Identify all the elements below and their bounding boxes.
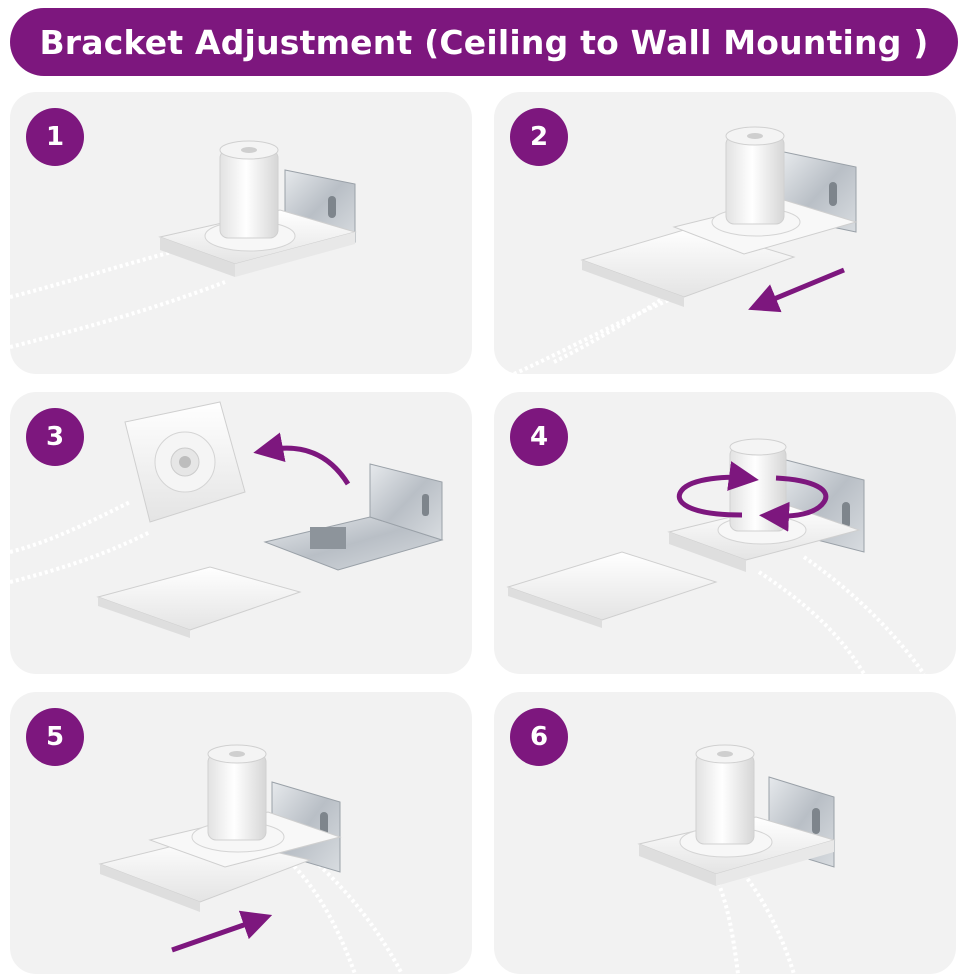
step-panel-2: 2 bbox=[494, 92, 956, 374]
bracket-illustration bbox=[98, 744, 404, 974]
bracket-illustration bbox=[637, 744, 836, 974]
step-number-badge: 3 bbox=[26, 408, 84, 466]
bracket-illustration bbox=[10, 401, 444, 638]
bracket-illustration bbox=[513, 126, 858, 374]
arrow-icon bbox=[253, 432, 351, 486]
bracket-illustration bbox=[10, 140, 357, 349]
rotate-arrow-icon bbox=[676, 461, 829, 532]
step-number-badge: 4 bbox=[510, 408, 568, 466]
step-number-badge: 5 bbox=[26, 708, 84, 766]
step-panel-6: 6 bbox=[494, 692, 956, 974]
step-number-badge: 6 bbox=[510, 708, 568, 766]
bracket-illustration bbox=[506, 438, 926, 674]
step-panel-3: 3 bbox=[10, 392, 472, 674]
step-panel-5: 5 bbox=[10, 692, 472, 974]
step-number-badge: 2 bbox=[510, 108, 568, 166]
step-panel-1: 1 bbox=[10, 92, 472, 374]
step-number-badge: 1 bbox=[26, 108, 84, 166]
arrow-icon bbox=[171, 910, 273, 953]
step-panel-4: 4 bbox=[494, 392, 956, 674]
arrow-icon bbox=[748, 267, 845, 313]
page-title: Bracket Adjustment (Ceiling to Wall Moun… bbox=[10, 8, 958, 76]
